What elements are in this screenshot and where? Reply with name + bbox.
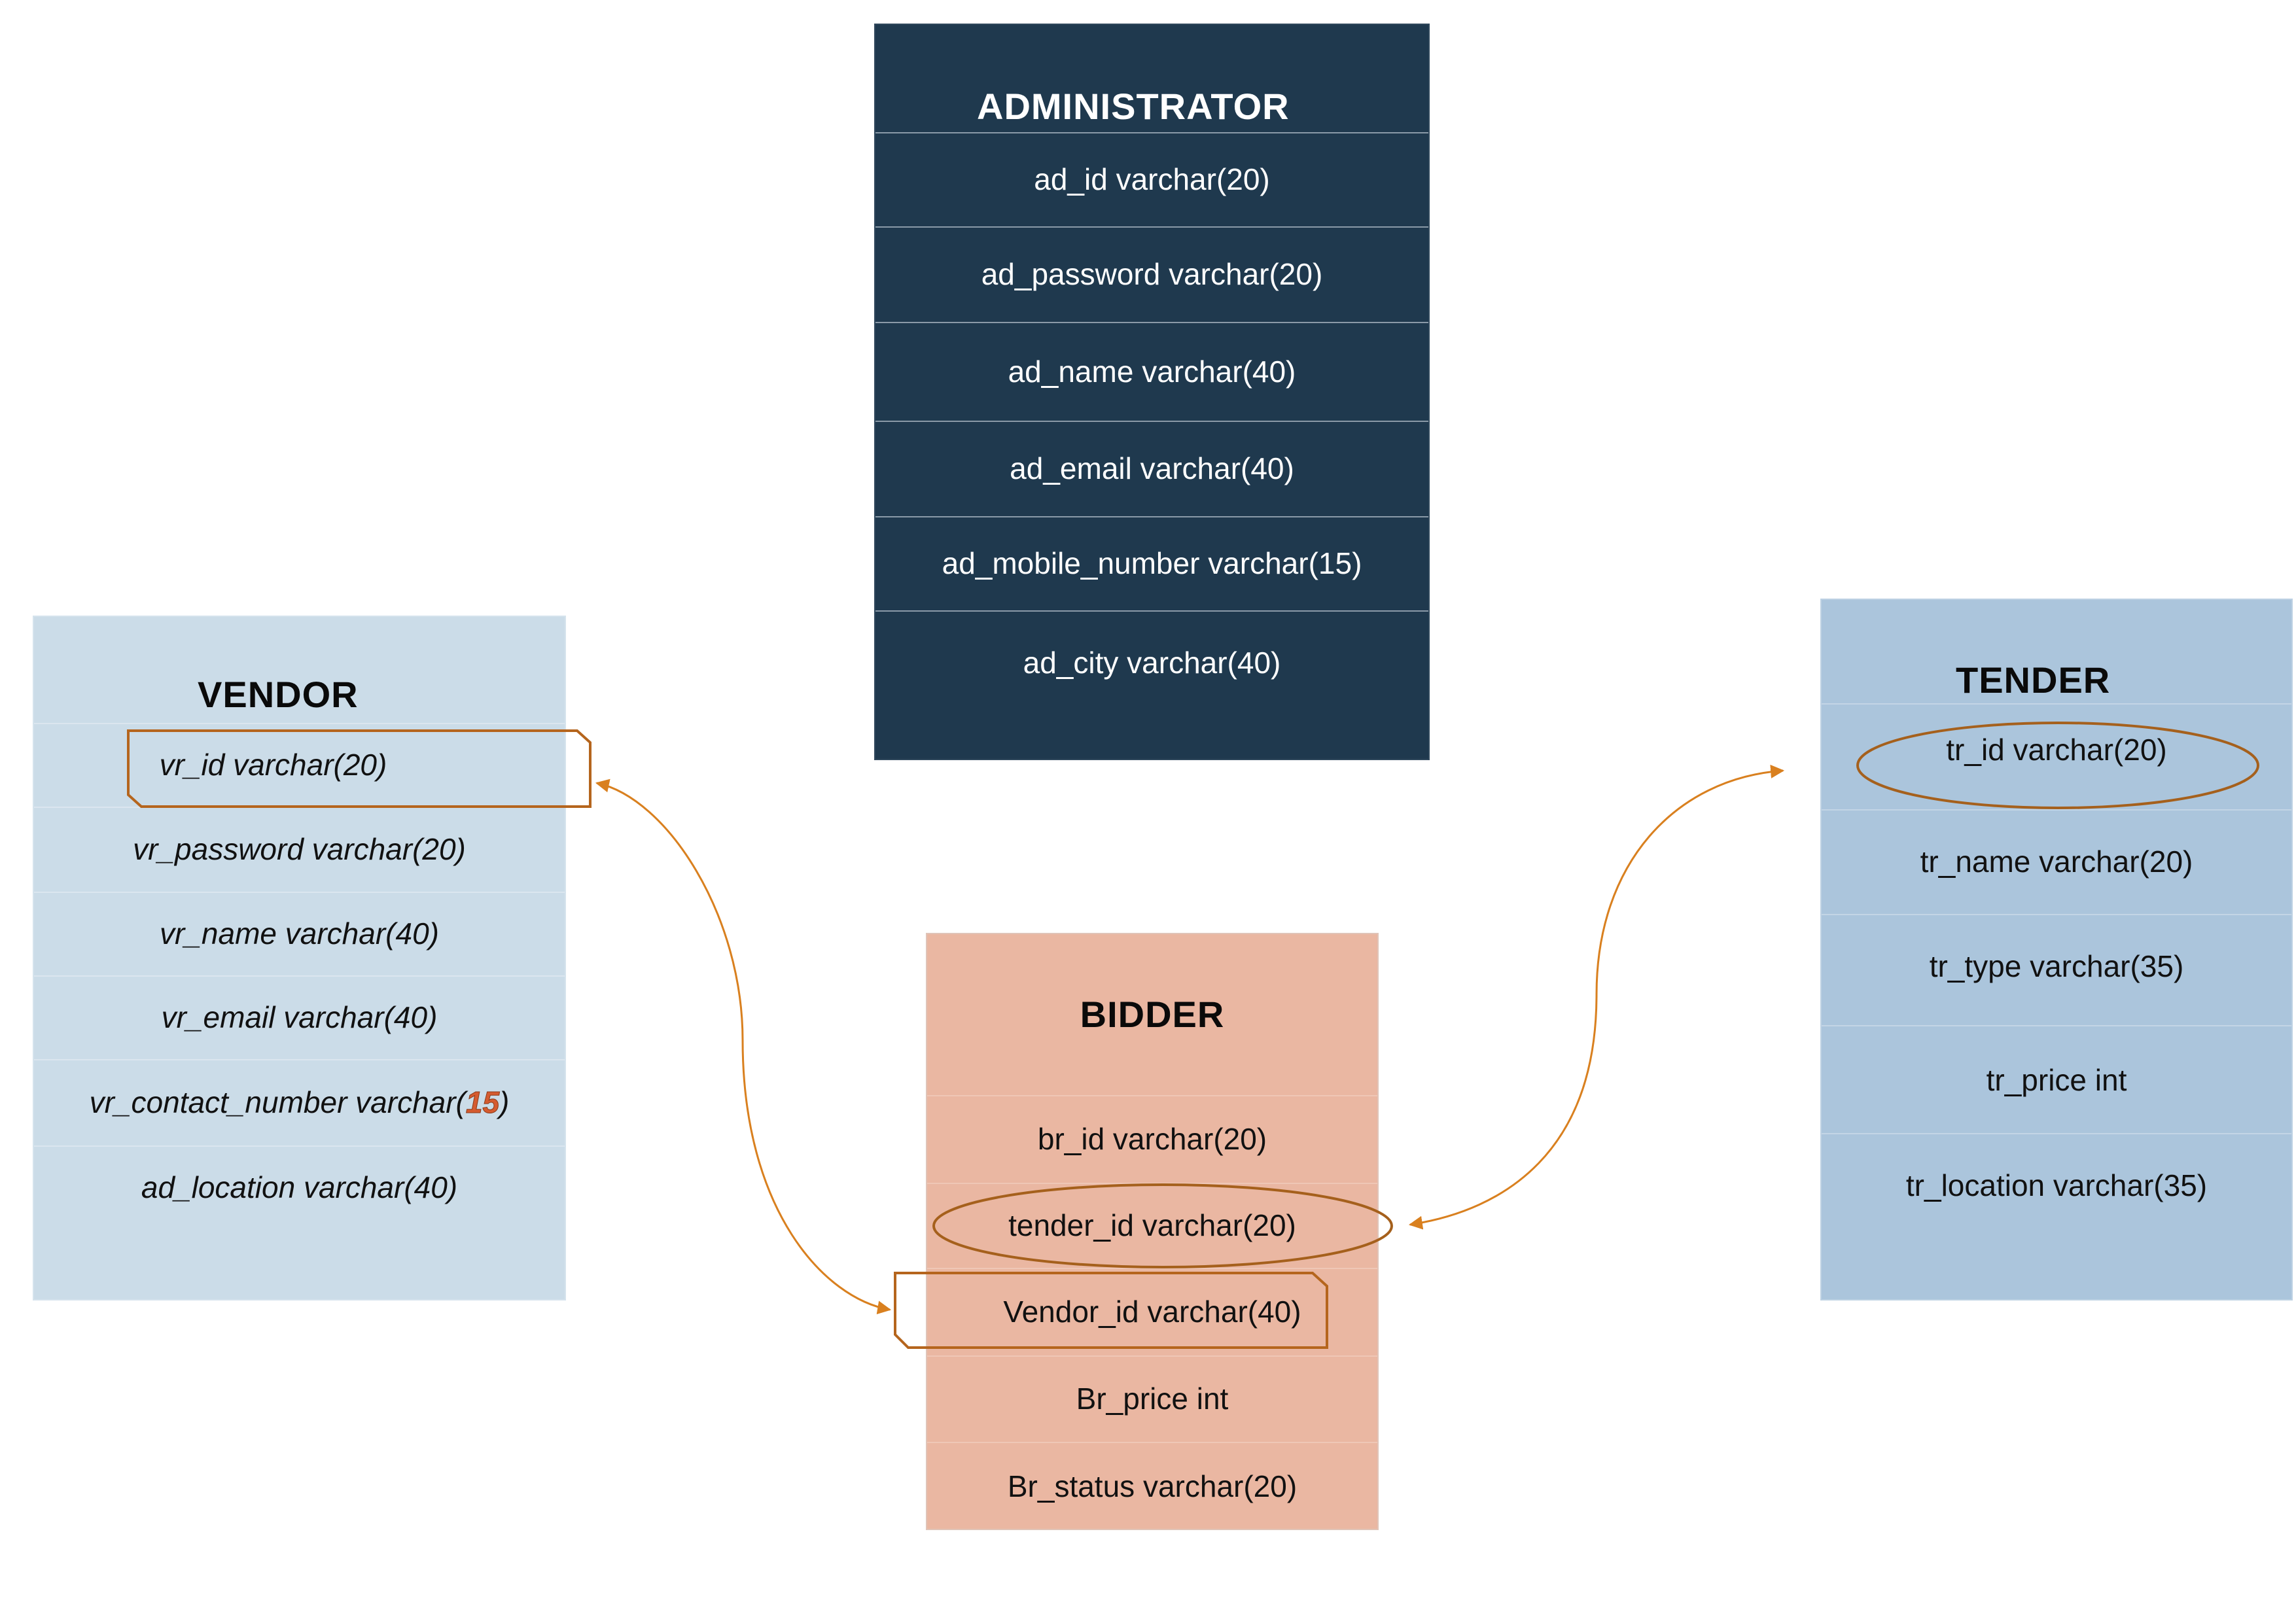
tender-field-tr-location: tr_location varchar(35) xyxy=(1905,1168,2208,1202)
administrator-field-ad-email: ad_email varchar(40) xyxy=(1010,451,1294,485)
administrator-field-ad-mobile-number: ad_mobile_number varchar(15) xyxy=(942,546,1362,580)
divider xyxy=(875,226,1428,228)
vendor-field-vr-password: vr_password varchar(20) xyxy=(133,832,466,866)
tender-title: TENDER xyxy=(1956,659,2111,701)
divider xyxy=(1822,809,2291,811)
divider xyxy=(34,723,565,724)
divider xyxy=(875,610,1428,612)
vendor-field-vr-name: vr_name varchar(40) xyxy=(160,916,439,951)
vendor-field-vr-email: vr_email varchar(40) xyxy=(161,1000,438,1034)
divider xyxy=(34,1145,565,1147)
bidder-tender-id-highlight-ellipse xyxy=(932,1183,1393,1268)
tender-field-tr-type: tr_type varchar(35) xyxy=(1929,949,2184,983)
tender-field-tr-price: tr_price int xyxy=(1986,1063,2127,1097)
divider xyxy=(34,892,565,893)
divider xyxy=(927,1355,1377,1357)
bidder-field-br-price: Br_price int xyxy=(1076,1382,1229,1416)
tender-field-tr-name: tr_name varchar(20) xyxy=(1920,845,2193,879)
tender-field-tr-id: tr_id varchar(20) xyxy=(1946,733,2167,767)
tender-tr-id-highlight-ellipse xyxy=(1856,722,2259,809)
administrator-field-ad-password: ad_password varchar(20) xyxy=(981,257,1323,291)
vendor-field-vr-contact-number: vr_contact_number varchar(15) xyxy=(34,1059,565,1145)
administrator-title: ADMINISTRATOR xyxy=(977,86,1290,127)
bidder-field-vendor-id: Vendor_id varchar(40) xyxy=(1003,1295,1301,1329)
divider xyxy=(1822,1025,2291,1026)
vendor-vr-id-highlight-shape xyxy=(127,729,592,808)
divider xyxy=(1822,703,2291,705)
tender-bidder-connector xyxy=(1408,764,1785,1230)
administrator-field-ad-city: ad_city varchar(40) xyxy=(1023,646,1281,680)
divider xyxy=(875,516,1428,517)
contact-field-suffix: ) xyxy=(499,1085,510,1119)
divider xyxy=(1822,1133,2291,1134)
administrator-field-ad-name: ad_name varchar(40) xyxy=(1008,354,1296,389)
divider xyxy=(927,1183,1377,1184)
vendor-title: VENDOR xyxy=(198,674,359,715)
bidder-title: BIDDER xyxy=(1080,994,1225,1035)
contact-field-size: 15 xyxy=(465,1085,500,1120)
administrator-entity: ADMINISTRATOR ad_id varchar(20) ad_passw… xyxy=(874,24,1430,760)
divider xyxy=(34,1059,565,1060)
divider xyxy=(875,421,1428,422)
divider xyxy=(927,1095,1377,1096)
tender-entity: TENDER tr_id varchar(20) tr_name varchar… xyxy=(1820,599,2293,1300)
vendor-bidder-connector xyxy=(595,778,892,1315)
divider xyxy=(34,975,565,977)
contact-field-prefix: vr_contact_number varchar( xyxy=(89,1085,466,1119)
bidder-field-br-status: Br_status varchar(20) xyxy=(1007,1469,1298,1503)
divider xyxy=(927,1268,1377,1269)
vendor-field-ad-location: ad_location varchar(40) xyxy=(141,1170,458,1204)
divider xyxy=(927,1442,1377,1443)
divider xyxy=(875,322,1428,323)
divider xyxy=(1822,914,2291,915)
administrator-field-ad-id: ad_id varchar(20) xyxy=(1034,162,1270,196)
bidder-entity: BIDDER br_id varchar(20) tender_id varch… xyxy=(926,933,1379,1530)
bidder-field-br-id: br_id varchar(20) xyxy=(1037,1122,1267,1156)
divider xyxy=(875,132,1428,133)
bidder-field-tender-id: tender_id varchar(20) xyxy=(1008,1208,1296,1242)
vendor-field-vr-id: vr_id varchar(20) xyxy=(159,748,387,782)
bidder-vendor-id-highlight-shape xyxy=(894,1272,1328,1349)
